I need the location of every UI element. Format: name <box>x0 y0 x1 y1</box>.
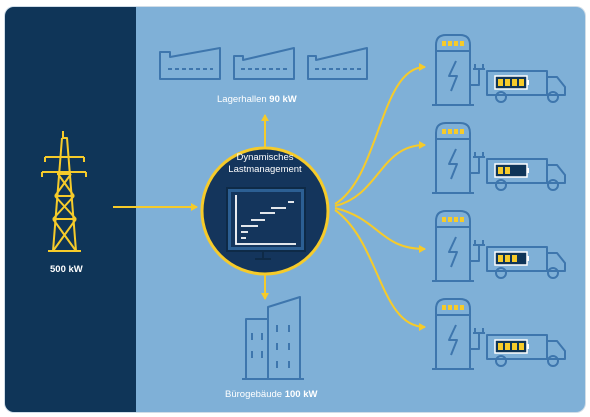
monitor-gantt-icon <box>226 187 306 260</box>
office-name: Bürogebäude <box>225 389 283 400</box>
office-label: Bürogebäude 100 kW <box>225 389 317 400</box>
battery-charge-bar <box>505 255 510 262</box>
warehouses-name: Lagerhallen <box>217 94 267 105</box>
battery-charge-bar <box>498 343 503 350</box>
hub-title: Dynamisches Lastmanagement <box>213 152 317 176</box>
battery-charge-bar <box>512 79 517 86</box>
hub-title-line2: Lastmanagement <box>228 164 302 175</box>
charger-stations <box>432 34 566 370</box>
ev-charger-icon <box>432 210 485 282</box>
battery-charge-bar <box>505 167 510 174</box>
battery-charge-bar <box>498 167 503 174</box>
ev-charger-icon <box>432 122 485 194</box>
grid-power-label: 500 kW <box>50 264 83 275</box>
charger-row <box>432 122 566 194</box>
flow-arrows-chargers <box>334 63 426 331</box>
battery-charge-bar <box>498 79 503 86</box>
grid-panel <box>5 7 136 412</box>
ev-charger-icon <box>432 34 485 106</box>
warehouses-label: Lagerhallen 90 kW <box>217 94 297 105</box>
battery-charge-bar <box>498 255 503 262</box>
electric-truck-icon <box>486 70 566 103</box>
battery-charge-bar <box>505 343 510 350</box>
electric-truck-icon <box>486 158 566 191</box>
battery-terminal <box>527 80 529 85</box>
diagram-frame: 500 kW Lagerhallen 90 kW Bürogebäude 100… <box>5 7 585 412</box>
electric-truck-icon <box>486 246 566 279</box>
battery-charge-bar <box>512 255 517 262</box>
diagram-canvas <box>41 34 566 380</box>
ev-charger-icon <box>432 298 485 370</box>
battery-terminal <box>527 168 529 173</box>
charger-row <box>432 34 566 106</box>
battery-charge-bar <box>519 343 524 350</box>
battery-charge-bar <box>519 79 524 86</box>
warehouses-power: 90 kW <box>269 94 297 105</box>
hub-title-line1: Dynamisches <box>236 152 294 163</box>
battery-terminal <box>527 344 529 349</box>
power-pylon-icon <box>41 131 87 252</box>
office-building-icon <box>242 296 304 380</box>
charger-row <box>432 298 566 370</box>
battery-terminal <box>527 256 529 261</box>
office-power: 100 kW <box>284 389 318 400</box>
electric-truck-icon <box>486 334 566 367</box>
factory-hall-icon <box>159 47 368 80</box>
battery-charge-bar <box>512 343 517 350</box>
charger-row <box>432 210 566 282</box>
battery-charge-bar <box>505 79 510 86</box>
